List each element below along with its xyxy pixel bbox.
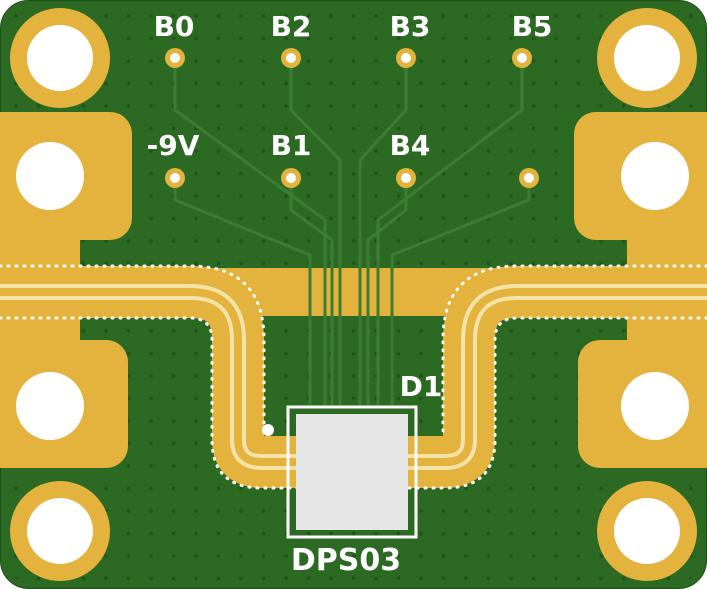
bias-trace-b1: [289, 178, 334, 405]
label-neg9v: -9V: [147, 129, 200, 162]
silkscreen-labels: B0 B2 B3 B5 -9V B1 B4 D1 DPS03: [147, 10, 553, 578]
mount-hole-top-left-drill: [27, 25, 93, 91]
label-b4: B4: [390, 129, 431, 162]
label-part-number: DPS03: [291, 543, 401, 578]
rf-trace-right-stitch: [398, 264, 707, 490]
label-d1: D1: [400, 370, 443, 403]
label-b1: B1: [271, 129, 312, 162]
bias-trace-b3: [358, 60, 408, 405]
conn-hole-right-lower: [621, 372, 689, 440]
conn-hole-left-upper: [16, 142, 84, 210]
mounting-holes: [10, 8, 697, 581]
rf-trace-right-center: [396, 288, 707, 466]
connector-holes: [16, 142, 689, 440]
pin-aux-drill: [524, 173, 534, 183]
pin1-marker: [262, 424, 274, 436]
bias-traces: [173, 60, 531, 405]
mount-hole-top-right-drill: [614, 25, 680, 91]
chip-body: [296, 414, 408, 530]
label-b2: B2: [271, 10, 312, 43]
pin-b2-drill: [286, 53, 296, 63]
bias-trace-neg9v: [173, 178, 312, 405]
pin-b3-drill: [401, 53, 411, 63]
conn-hole-right-upper: [621, 142, 689, 210]
bias-trace-aux: [390, 178, 531, 405]
header-pins: [165, 48, 539, 188]
pin-b0-drill: [170, 53, 180, 63]
pin-neg9v-drill: [170, 173, 180, 183]
bias-trace-b2: [289, 60, 342, 405]
mount-hole-bottom-left-drill: [27, 498, 93, 564]
pin-b5-drill: [517, 53, 527, 63]
conn-hole-left-lower: [16, 372, 84, 440]
label-b0: B0: [154, 10, 195, 43]
pin-b4-drill: [401, 173, 411, 183]
rf-trace-left-stitch: [0, 264, 302, 490]
rf-trace-left-center: [0, 288, 304, 466]
pin-b1-drill: [286, 173, 296, 183]
bias-trace-b4: [366, 178, 408, 405]
rf-trace: [0, 264, 707, 490]
mount-hole-bottom-right-drill: [614, 498, 680, 564]
bias-trace-b5: [376, 60, 524, 405]
label-b3: B3: [390, 10, 431, 43]
chip-d1: [262, 405, 418, 539]
bias-trace-b0: [173, 60, 327, 405]
chip-outline: [286, 405, 418, 539]
label-b5: B5: [512, 10, 553, 43]
